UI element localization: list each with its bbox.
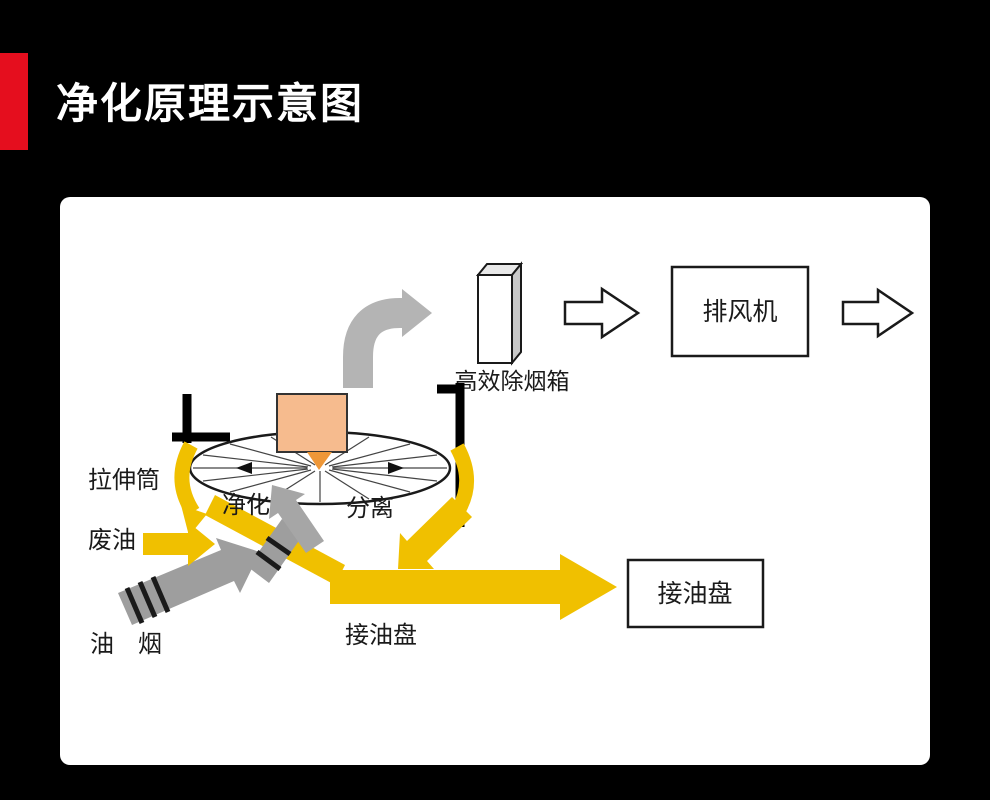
disc-flow-arrowhead-right — [388, 462, 404, 474]
exhaust-fan-label: 排风机 — [702, 298, 777, 326]
disc-flow-arrowhead-left — [236, 462, 252, 474]
left-bracket — [172, 394, 230, 443]
label-waste-oil: 废油 — [88, 527, 136, 554]
label-separate: 分离 — [346, 495, 394, 522]
purify-arrow — [269, 485, 324, 553]
smoke-duct-segment — [248, 519, 303, 583]
yellow-left-arrowhead — [181, 505, 207, 536]
label-stretch-cylinder: 拉伸筒 — [88, 467, 160, 494]
page-title: 净化原理示意图 — [56, 80, 365, 127]
label-oil-pan-flow: 接油盘 — [345, 622, 417, 649]
purification-diagram-svg: 高效除烟箱 排风机 — [88, 261, 915, 658]
flow-arrow-right-1 — [563, 286, 641, 340]
curved-duct-arrow — [343, 289, 432, 388]
flow-arrow-right-2 — [841, 287, 915, 339]
motor — [276, 393, 348, 470]
oil-smoke-flow — [118, 485, 324, 625]
yellow-left-curve — [174, 441, 200, 517]
oil-smoke-arrow — [118, 538, 260, 625]
yellow-downleft-arrow — [398, 497, 472, 569]
smoke-box-label: 高效除烟箱 — [455, 368, 570, 394]
smoke-duct-stripes — [255, 535, 292, 572]
smoke-removal-box — [475, 261, 524, 366]
disc-spokes — [193, 434, 447, 502]
label-purify: 净化 — [222, 492, 270, 519]
oil-smoke-arrow-stripes — [124, 576, 171, 624]
exhaust-fan-box — [670, 265, 810, 358]
oil-pan-box-label: 接油盘 — [657, 580, 732, 608]
waste-oil-arrow — [143, 522, 215, 566]
yellow-right-curve — [450, 443, 475, 513]
motor-nozzle — [307, 452, 332, 470]
main-oil-pan-arrow — [330, 554, 617, 620]
red-accent-bar — [0, 53, 28, 150]
oil-pan-box — [626, 558, 765, 629]
label-oil-smoke: 油 烟 — [90, 631, 162, 658]
diagram-panel: 高效除烟箱 排风机 — [60, 197, 930, 765]
